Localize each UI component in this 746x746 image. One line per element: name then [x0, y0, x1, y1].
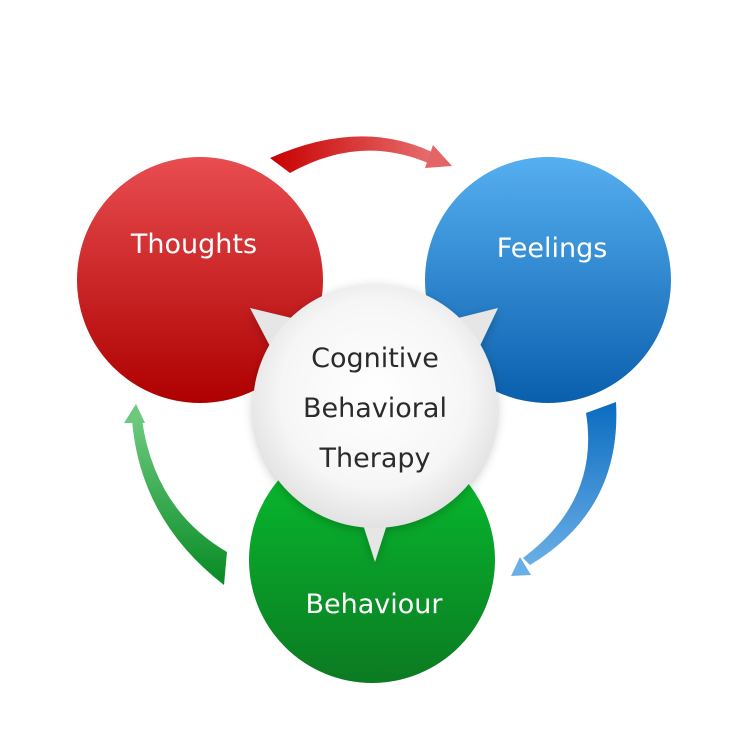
feelings-label: Feelings	[497, 233, 608, 264]
thoughts-circle	[77, 157, 323, 403]
center-line-3: Therapy	[319, 443, 431, 474]
arrow-behaviour-to-thoughts	[124, 404, 227, 585]
center-text: Cognitive Behavioral Therapy	[303, 343, 447, 474]
arrow-feelings-to-behaviour	[511, 402, 617, 576]
center-circle	[253, 284, 497, 528]
thoughts-label: Thoughts	[130, 229, 257, 260]
node-thoughts: Thoughts	[77, 157, 323, 403]
center-line-1: Cognitive	[311, 343, 439, 374]
arrow-thoughts-to-feelings	[270, 136, 452, 173]
center-line-2: Behavioral	[303, 393, 447, 424]
pointer-to-thoughts	[250, 308, 300, 350]
pointer-to-feelings	[450, 308, 498, 350]
center-bubble	[250, 284, 498, 562]
node-feelings: Feelings	[425, 157, 671, 403]
behaviour-label: Behaviour	[305, 589, 443, 620]
feelings-circle	[425, 157, 671, 403]
